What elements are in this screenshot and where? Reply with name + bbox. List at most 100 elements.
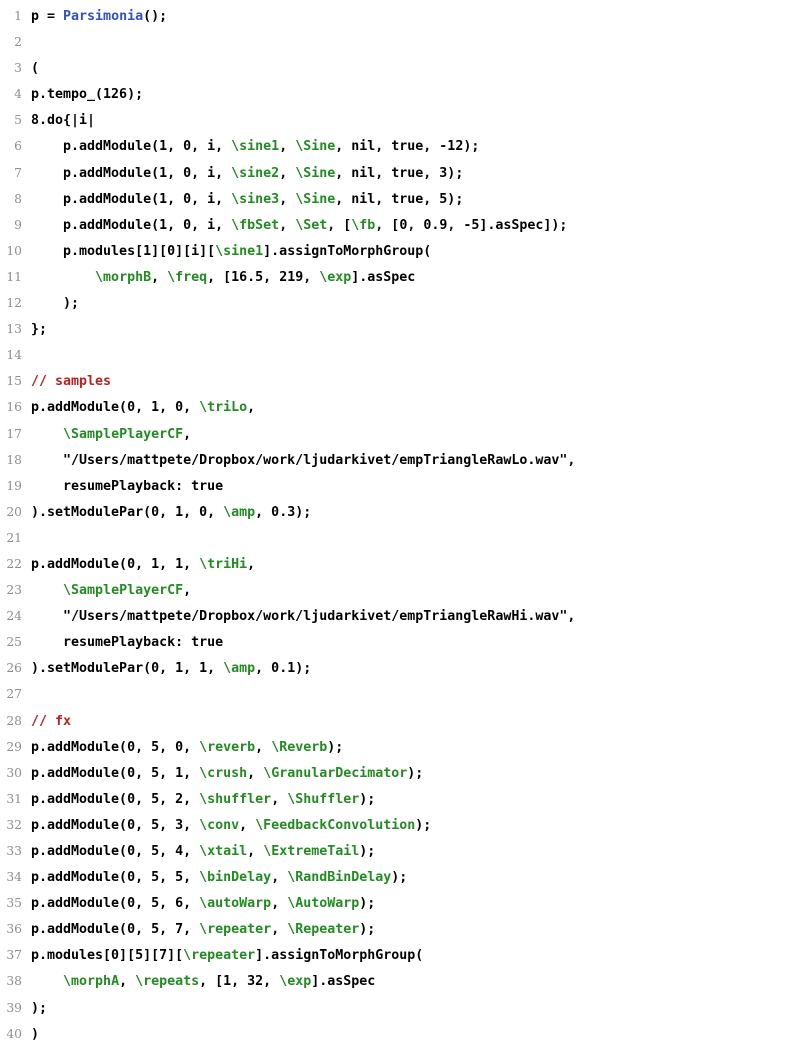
code-token-plain: p.modules[1][0][i][ [31,243,216,259]
code-token-symbol: \AutoWarp [287,896,360,912]
code-text: p.addModule(1, 0, i, \sine3, \Sine, nil,… [31,192,463,207]
code-token-plain: p.tempo_(126); [31,87,144,103]
code-line: 28// fx [0,708,789,734]
code-token-plain: , [271,922,288,938]
code-line: 11 \morphB, \freq, [16.5, 219, \exp].asS… [0,264,789,290]
line-number: 34 [6,870,22,885]
code-token-symbol: \autoWarp [199,896,272,912]
line-number: 35 [6,896,22,911]
code-text: p.addModule(1, 0, i, \sine2, \Sine, nil,… [31,166,463,181]
code-token-plain: , [247,556,256,572]
code-line: 2 [0,29,789,55]
code-text: "/Users/mattpete/Dropbox/work/ljudarkive… [31,453,575,468]
line-number: 23 [6,583,22,598]
code-token-plain: ].asSpec [351,269,416,285]
code-line: 17 \SamplePlayerCF, [0,421,789,447]
code-token-plain: ).setModulePar(0, 1, 0, [31,504,224,520]
code-token-plain: p.addModule(0, 5, 2, [31,791,200,807]
code-token-symbol: \Repeater [287,922,360,938]
code-text: p.tempo_(126); [31,87,143,102]
code-token-symbol: \GranularDecimator [263,765,408,781]
code-token-symbol: \repeater [199,922,272,938]
code-line: 20).setModulePar(0, 1, 0, \amp, 0.3); [0,499,789,525]
code-text: p.addModule(0, 1, 0, \triLo, [31,400,255,415]
code-token-plain: }; [31,322,48,338]
code-token-symbol: \triLo [199,400,248,416]
code-text: // fx [31,714,71,729]
code-token-plain: p.addModule(1, 0, i, [31,191,232,207]
code-token-plain: , [16.5, 219, [207,269,320,285]
line-number: 19 [6,478,22,493]
code-token-plain: , [119,974,136,990]
line-number: 9 [14,217,22,232]
code-token-plain: , 0.3); [255,504,312,520]
code-token-comment: // samples [31,374,112,390]
code-token-plain: ); [359,791,376,807]
code-token-plain: p.addModule(1, 0, i, [31,217,232,233]
code-token-plain: ( [31,61,40,77]
code-token-plain: ); [359,922,376,938]
code-token-plain: , [279,165,296,181]
code-token-plain: p.addModule(0, 5, 7, [31,922,200,938]
code-token-plain: ) [31,1026,40,1042]
code-token-symbol: \reverb [199,739,256,755]
line-number: 6 [14,139,22,154]
code-token-symbol: \triHi [199,556,248,572]
code-token-symbol: \Sine [295,139,336,155]
code-line: 25 resumePlayback: true [0,629,789,655]
code-token-symbol: \amp [223,661,256,677]
code-text: p.addModule(0, 5, 1, \crush, \GranularDe… [31,766,423,781]
line-number: 31 [6,791,22,806]
code-token-plain: p.addModule(1, 0, i, [31,165,232,181]
code-token-plain: ); [391,870,408,886]
line-number: 39 [6,1000,22,1015]
code-token-symbol: \repeats [135,974,200,990]
code-text: \SamplePlayerCF, [31,427,191,442]
line-number: 21 [6,530,22,545]
code-token-symbol: \binDelay [199,870,272,886]
code-line: 21 [0,525,789,551]
line-number: 16 [6,400,22,415]
code-text: \SamplePlayerCF, [31,583,191,598]
code-token-symbol: \freq [167,269,208,285]
line-number: 5 [14,113,22,128]
code-token-plain: , [0, 0.9, -5].asSpec]); [375,217,568,233]
code-token-symbol: \Set [295,217,328,233]
code-token-plain: p.addModule(0, 5, 1, [31,765,200,781]
line-number: 37 [6,948,22,963]
line-number: 38 [6,974,22,989]
code-token-plain: , [255,739,272,755]
code-text: p.modules[1][0][i][\sine1].assignToMorph… [31,244,431,259]
code-token-plain: , [1, 32, [199,974,280,990]
code-token-plain: , 0.1); [255,661,312,677]
code-token-plain: p.addModule(0, 1, 1, [31,556,200,572]
code-token-plain: ).setModulePar(0, 1, 1, [31,661,224,677]
code-token-plain: p.addModule(0, 5, 3, [31,817,200,833]
code-text: "/Users/mattpete/Dropbox/work/ljudarkive… [31,609,575,624]
code-token-plain: p.addModule(0, 5, 0, [31,739,200,755]
code-token-plain: , [271,870,288,886]
code-line: 16 p.addModule(0, 1, 0, \triLo, [0,394,789,420]
code-line: 6 p.addModule(1, 0, i, \sine1, \Sine, ni… [0,133,789,159]
code-token-symbol: \Sine [295,165,336,181]
code-text: p.addModule(0, 5, 3, \conv, \FeedbackCon… [31,818,431,833]
code-token-plain: , [ [327,217,352,233]
code-token-symbol: \morphB [95,269,152,285]
code-token-plain: , [247,765,264,781]
code-token-symbol: \conv [199,817,240,833]
line-number: 22 [6,556,22,571]
code-token-plain [31,974,63,989]
code-token-symbol: \repeater [183,948,256,964]
code-token-plain: , nil, true, 3); [335,165,464,181]
line-number: 25 [6,635,22,650]
code-token-symbol: \ExtremeTail [263,844,360,859]
code-text: resumePlayback: true [31,635,223,650]
code-line: 39); [0,995,789,1021]
code-token-symbol: \crush [199,765,248,781]
line-number: 33 [6,844,22,858]
